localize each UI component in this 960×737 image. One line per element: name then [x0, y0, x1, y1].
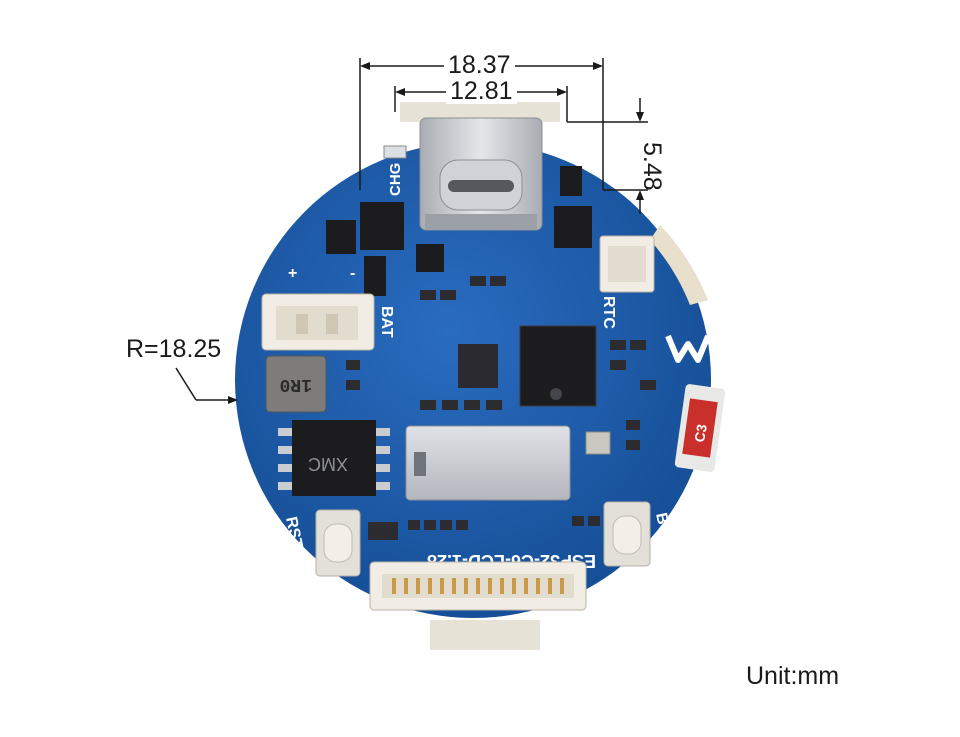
bat-connector — [261, 293, 375, 351]
sd-card-slot — [405, 425, 571, 501]
boot-button — [603, 501, 651, 567]
inductor-marking: 1R0 — [280, 374, 312, 394]
unit-label: Unit:mm — [746, 662, 840, 690]
lcd-top-edge — [400, 102, 560, 122]
usb-bridge-ic — [554, 206, 592, 248]
passive-components — [346, 276, 656, 540]
silk-rst: RST — [282, 515, 305, 550]
inductor: 1R0 — [265, 355, 327, 413]
silk-chg: CHG — [387, 163, 404, 196]
silk-antenna: C3 — [691, 423, 710, 444]
silk-bat: BAT — [378, 306, 395, 338]
flash-brand: XMC — [308, 454, 348, 474]
silk-rtc: RTC — [600, 296, 617, 329]
rst-button — [315, 509, 361, 577]
chg-led — [383, 145, 407, 159]
fpc-connector — [369, 561, 587, 611]
dim-height-usb-label: 5.48 — [638, 142, 666, 191]
flash-chip: XMC — [278, 420, 390, 496]
dim-radius: R=18.25 — [126, 335, 222, 363]
ceramic-antenna: C3 — [674, 384, 726, 472]
rtc-connector — [599, 235, 655, 293]
small-ic — [326, 220, 356, 254]
lcd-bottom-edge — [430, 620, 540, 650]
imu-chip — [458, 344, 498, 388]
charger-ic — [360, 202, 404, 250]
dim-width-inner: 12.81 — [446, 79, 517, 104]
silk-boot: BOOT — [652, 511, 678, 560]
mosfet — [560, 166, 582, 196]
board-cutout — [650, 225, 708, 305]
esp32-c6-chip — [519, 325, 597, 407]
silk-minus: - — [350, 265, 355, 282]
regulator-ic — [364, 256, 386, 296]
diode — [416, 244, 444, 272]
silk-plus: + — [288, 265, 297, 282]
usb-c-connector — [419, 117, 543, 231]
crystal — [585, 431, 611, 455]
dim-width-outer: 18.37 — [444, 53, 515, 78]
waveshare-logo — [665, 334, 711, 363]
